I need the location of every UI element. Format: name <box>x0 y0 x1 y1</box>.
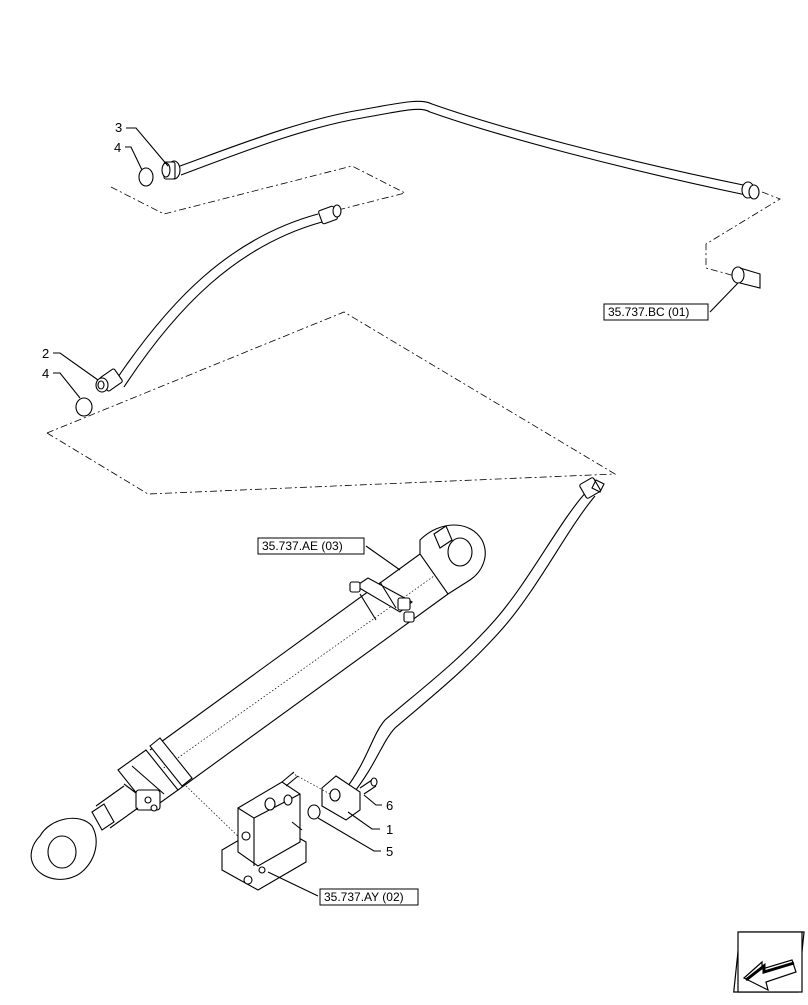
leader-to-bc <box>705 191 781 277</box>
callout-6-label: 6 <box>386 798 393 813</box>
ref-ay-label: 35.737.AY (02) <box>324 890 404 904</box>
callout-6: 6 <box>363 794 393 813</box>
ref-ae-label: 35.737.AE (03) <box>262 539 343 553</box>
callout-4-lower-label: 4 <box>42 366 49 381</box>
o-ring-lower <box>75 397 93 417</box>
callout-4-upper-label: 4 <box>114 140 121 155</box>
flexible-hose <box>95 204 342 393</box>
leader-middle <box>46 311 617 495</box>
o-ring-5 <box>307 804 321 820</box>
ref-35-737-ae[interactable]: 35.737.AE (03) <box>257 537 401 571</box>
callout-3-label: 3 <box>115 120 122 135</box>
fitting-bc <box>731 266 761 289</box>
callout-1-label: 1 <box>386 822 393 837</box>
hydraulic-cylinder <box>30 524 486 880</box>
leader-upper-left <box>110 165 407 215</box>
alignment-dots <box>185 771 331 845</box>
callout-5: 5 <box>317 817 393 859</box>
callout-5-label: 5 <box>386 844 393 859</box>
callout-3: 3 <box>115 120 169 167</box>
flange <box>321 775 378 821</box>
valve-block <box>221 771 307 891</box>
ref-35-737-bc[interactable]: 35.737.BC (01) <box>603 282 739 321</box>
callout-4-upper: 4 <box>114 140 143 171</box>
rigid-pipe-upper <box>161 100 760 200</box>
o-ring-upper <box>138 167 154 187</box>
callout-2-label: 2 <box>42 346 49 361</box>
callout-4-lower: 4 <box>42 366 81 399</box>
callout-2: 2 <box>42 346 99 381</box>
rigid-pipe-cylinder <box>344 477 605 796</box>
callout-1: 1 <box>347 811 393 837</box>
ref-bc-label: 35.737.BC (01) <box>608 305 689 319</box>
ref-35-737-ay[interactable]: 35.737.AY (02) <box>267 871 419 906</box>
arrow-icon[interactable] <box>733 931 805 993</box>
